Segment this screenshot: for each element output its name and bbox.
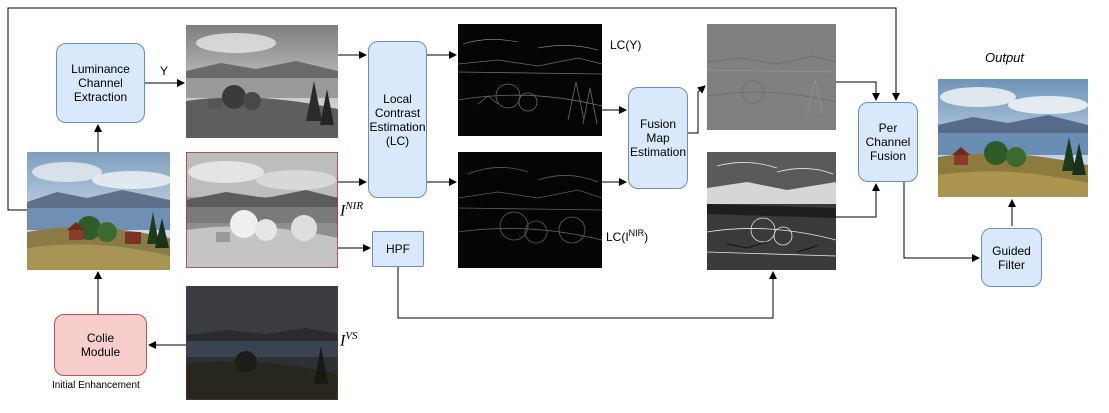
hpf-detail-image [707,152,836,270]
fusion-weight-image [707,24,836,130]
initial-enhancement-label: Initial Enhancement [52,380,140,391]
output-image [938,79,1088,197]
i-vs-label: IVS [340,330,358,350]
lc-nir-image [458,152,602,268]
colie-module-box: Colie Module [54,314,147,376]
enhanced-input-image [27,152,170,270]
edge-hpf-to-detail [397,267,777,319]
edge-perchannel-to-guided [903,182,980,262]
fusion-map-estimation-box: Fusion Map Estimation [628,87,688,189]
lc-y-label: LC(Y) [610,38,642,52]
hpf-box: HPF [372,231,424,267]
edge-input-to-perchannel [7,7,900,211]
lc-nir-label: LC(INIR) [606,228,649,244]
local-contrast-estimation-box: Local Contrast Estimation (LC) [368,41,427,198]
guided-filter-box: Guided Filter [981,228,1042,287]
i-nir-label: INIR [340,200,364,220]
y-label: Y [160,64,169,78]
lc-y-image [458,24,602,136]
output-label: Output [985,50,1025,65]
edge-detail-to-perchannel [836,183,880,218]
luminance-y-image [186,25,338,138]
per-channel-fusion-box: Per Channel Fusion [858,102,918,182]
vs-image [186,286,338,400]
nir-image [186,152,338,268]
edge-weight-to-perchannel [836,81,880,101]
luminance-channel-extraction-box: Luminance Channel Extraction [56,43,145,123]
edge-fusionmap-to-weight [688,85,706,134]
